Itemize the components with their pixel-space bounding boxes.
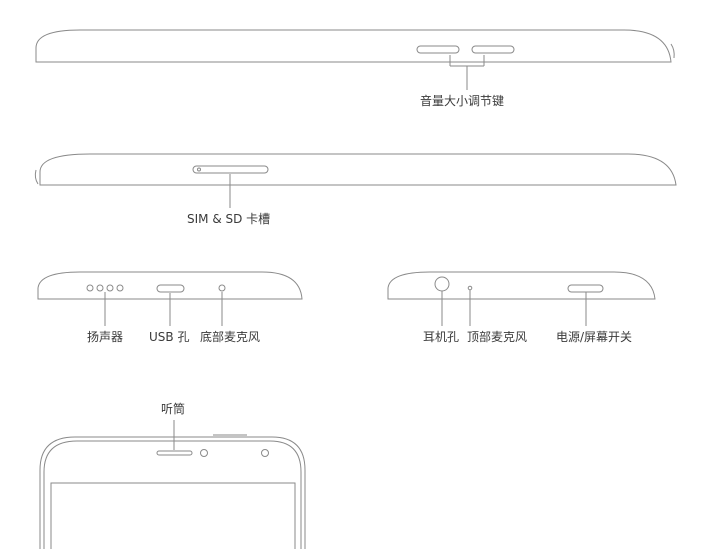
top-view [387,271,656,326]
earpiece-label: 听筒 [161,402,186,416]
volume-keys-label: 音量大小调节键 [420,94,505,108]
usb-port [156,284,185,293]
front-sensor [200,449,208,457]
sim-sd-slot-label: SIM & SD 卡槽 [187,212,271,226]
sim-tray [192,165,269,174]
earpiece-grille [156,450,193,456]
headphone-jack-label: 耳机孔 [423,330,460,344]
top-mic-label: 顶部麦克风 [467,330,528,344]
volume-leader [449,55,485,90]
volume-key-right [471,45,515,54]
volume-key-left [416,45,460,54]
sim-eject-hole [197,167,201,172]
side-view-volume [35,29,675,90]
speaker-label: 扬声器 [87,330,124,344]
power-button-label: 电源/屏幕开关 [556,330,633,344]
speaker-hole-4 [116,284,124,292]
speaker-hole-3 [106,284,114,292]
top-mic-hole [467,285,473,291]
screen [50,482,296,549]
front-view [39,420,306,549]
side-view-sim [34,153,677,208]
bottom-mic-hole [218,284,226,292]
bottom-view [37,271,303,326]
usb-port-label: USB 孔 [149,330,190,344]
power-button [567,284,604,293]
speaker-hole-1 [86,284,94,292]
bottom-mic-label: 底部麦克风 [200,330,261,344]
headphone-jack-hole [434,276,450,292]
speaker-hole-2 [96,284,104,292]
front-camera [261,449,269,457]
